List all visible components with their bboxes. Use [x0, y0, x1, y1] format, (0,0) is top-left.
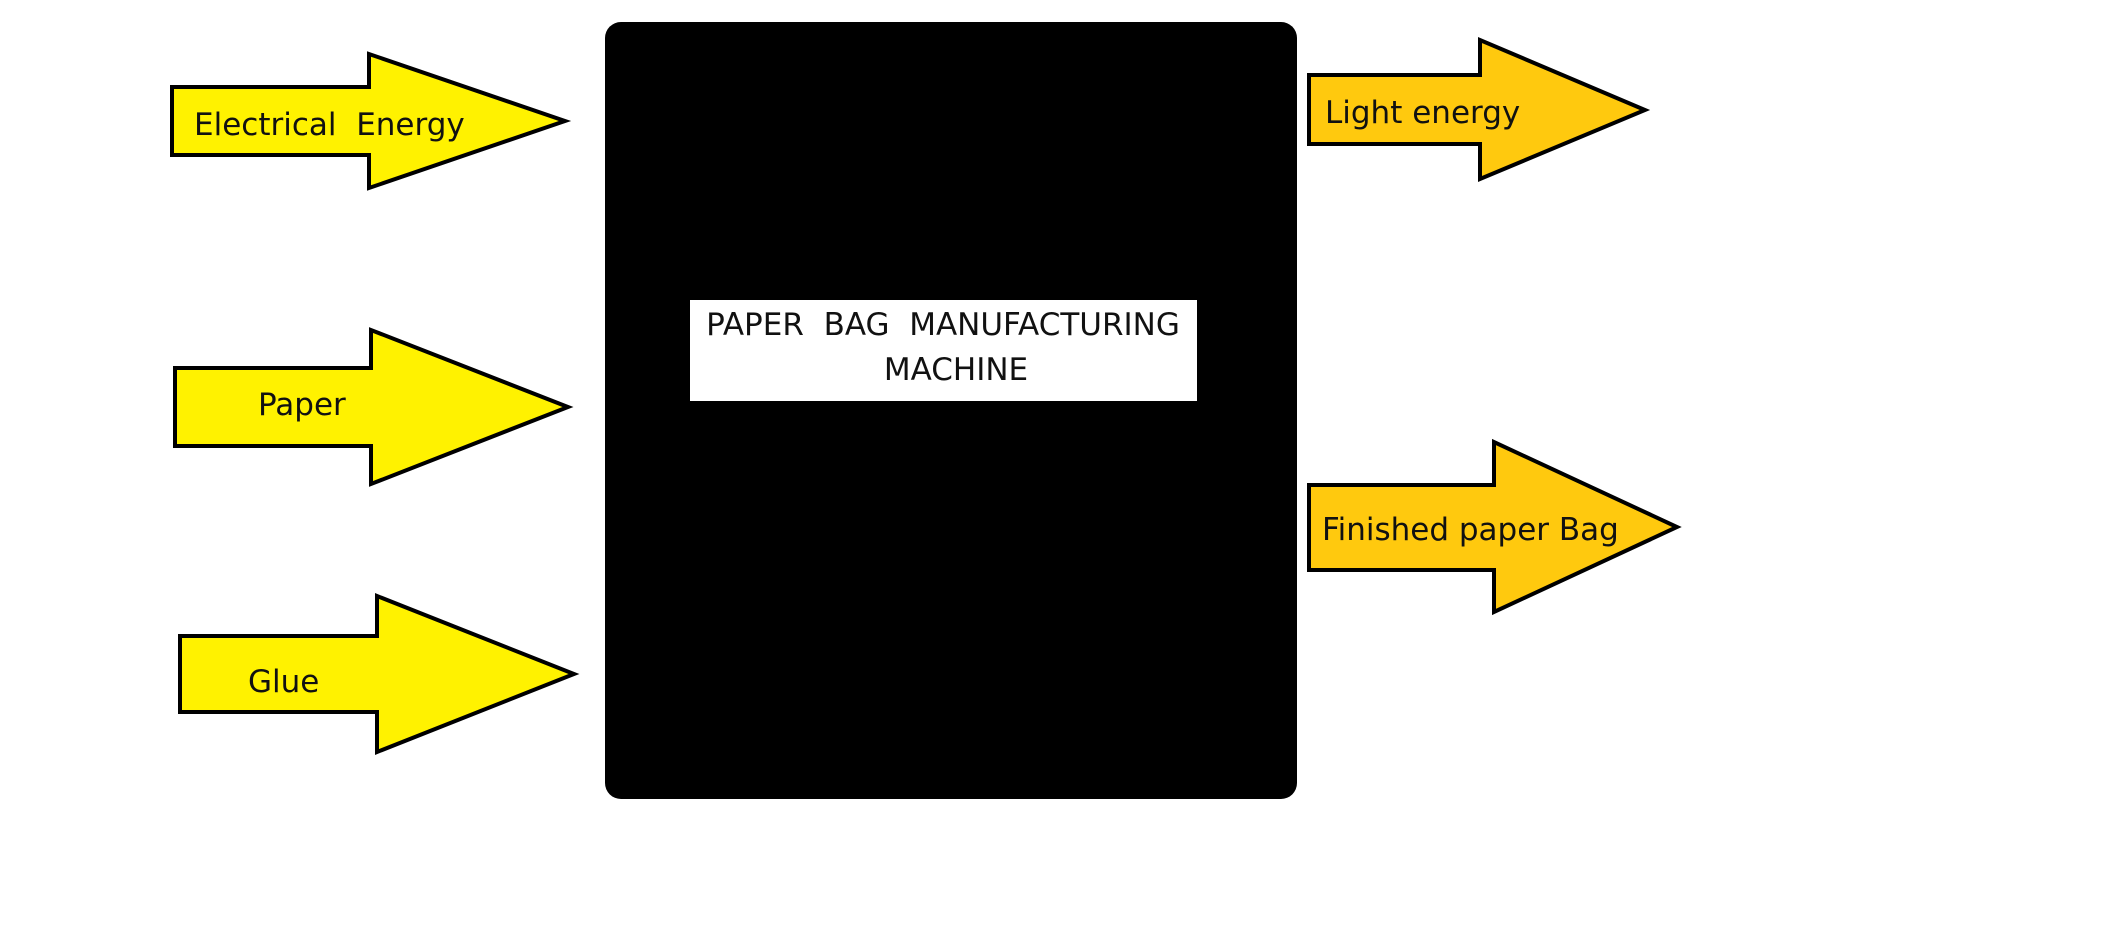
input-arrow-paper: Paper — [173, 327, 574, 487]
output-arrow-light-energy: Light energy — [1307, 36, 1651, 183]
machine-label-box — [690, 300, 1197, 401]
output-arrow-label: Light energy — [1325, 95, 1520, 131]
machine-box — [605, 22, 1297, 799]
input-arrow-shape — [173, 327, 574, 487]
machine-label-line1: PAPER BAG MANUFACTURING — [706, 307, 1180, 343]
input-arrow-label: Glue — [248, 664, 319, 700]
input-arrow-shape — [178, 593, 580, 755]
machine-label-line2: MACHINE — [884, 352, 1028, 388]
input-arrow-glue: Glue — [178, 593, 580, 755]
input-arrow-label: Electrical Energy — [194, 107, 465, 143]
output-arrow-label: Finished paper Bag — [1322, 512, 1619, 548]
output-arrow-finished-paper-bag: Finished paper Bag — [1307, 438, 1682, 616]
machine-edge-mark — [1291, 426, 1297, 438]
input-arrow-shape — [170, 51, 572, 191]
output-arrow-shape — [1307, 438, 1682, 616]
input-arrow-label: Paper — [258, 387, 346, 423]
input-arrow-electrical-energy: Electrical Energy — [170, 51, 572, 191]
output-arrow-shape — [1307, 36, 1651, 183]
